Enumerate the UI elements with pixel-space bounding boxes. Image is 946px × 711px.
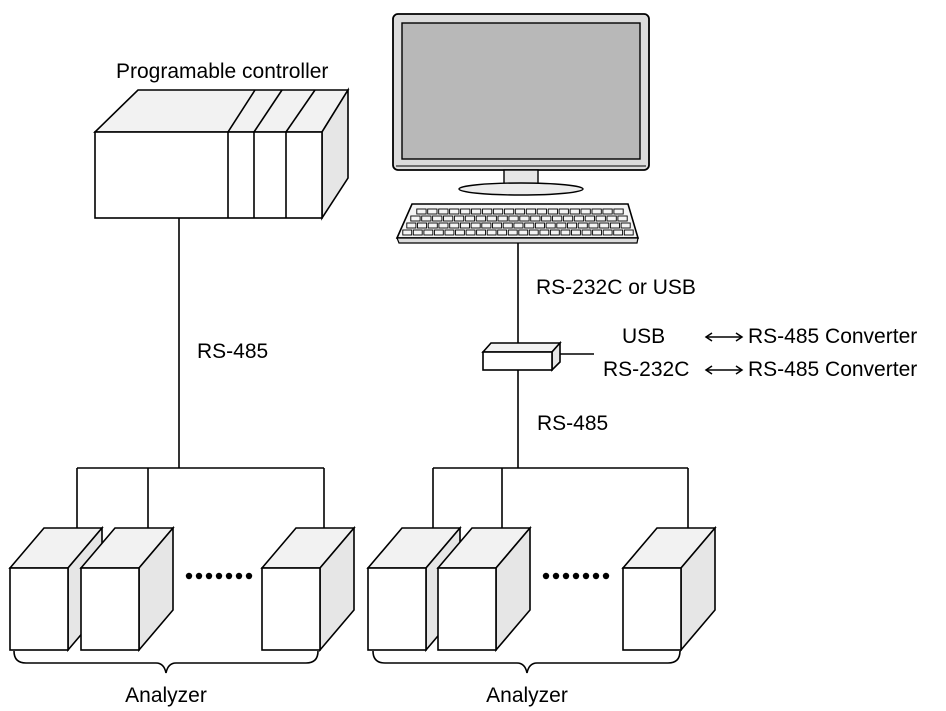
plc-rack-icon <box>93 87 350 221</box>
ellipsis-dots-right <box>542 572 610 580</box>
double-arrow-icon <box>704 332 744 342</box>
right-bus <box>432 467 689 528</box>
analyzer-right-label: Analyzer <box>486 684 568 707</box>
rs232-usb-label: RS-232C or USB <box>536 276 696 299</box>
keyboard-icon <box>395 203 640 244</box>
analyzer-unit-icon <box>436 525 532 653</box>
brace-right <box>372 650 681 674</box>
brace-left <box>13 650 319 674</box>
analyzer-unit-icon <box>621 525 717 653</box>
left-bus <box>76 467 325 528</box>
monitor-icon <box>392 13 650 196</box>
rs485-left-label: RS-485 <box>197 340 268 363</box>
converter-top-label: RS-485 Converter <box>748 325 917 348</box>
rs485-right-label: RS-485 <box>537 412 608 435</box>
usb-label: USB <box>622 325 665 348</box>
analyzer-left-label: Analyzer <box>125 684 207 707</box>
double-arrow-icon <box>704 365 744 375</box>
converter-bottom-label: RS-485 Converter <box>748 358 917 381</box>
converter-box-icon <box>481 340 594 372</box>
rs232c-label: RS-232C <box>603 358 689 381</box>
ellipsis-dots-left <box>185 572 253 580</box>
analyzer-unit-icon <box>260 525 356 653</box>
plc-title: Programable controller <box>116 60 328 83</box>
analyzer-unit-icon <box>79 525 175 653</box>
